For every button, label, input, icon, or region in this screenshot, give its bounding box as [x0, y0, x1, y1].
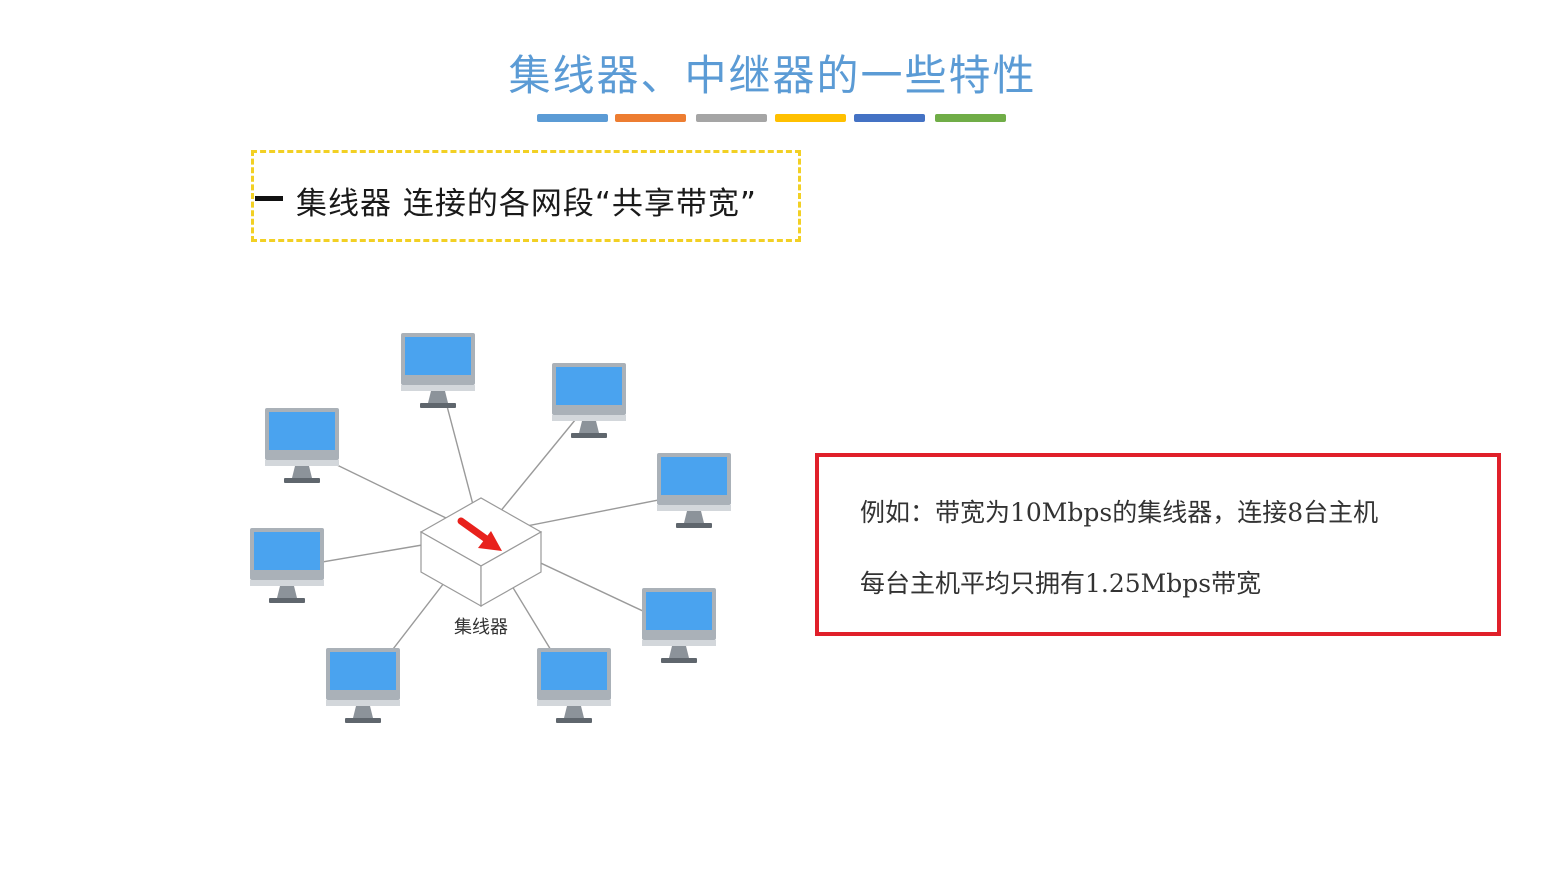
hub-box — [419, 497, 543, 608]
color-bar-blue — [537, 114, 608, 122]
color-bar-orange — [615, 114, 686, 122]
computer-icon — [642, 588, 716, 663]
color-bar-dark-blue — [854, 114, 925, 122]
example-box — [815, 453, 1501, 636]
arrow-icon — [457, 517, 502, 551]
bullet-text: 集线器 连接的各网段“共享带宽” — [296, 186, 757, 222]
color-bar-green — [935, 114, 1006, 122]
computer-icon — [326, 648, 400, 723]
computer-icon — [401, 333, 475, 408]
bullet-highlight-box — [251, 150, 801, 242]
bullet-dash-icon — [255, 196, 283, 201]
example-line-2: 每台主机平均只拥有1.25Mbps带宽 — [860, 569, 1262, 598]
computer-icon — [552, 363, 626, 438]
computer-icon — [250, 528, 324, 603]
slide-title: 集线器、中继器的一些特性 — [508, 51, 1037, 100]
example-line-1: 例如：带宽为10Mbps的集线器，连接8台主机 — [860, 498, 1379, 527]
computer-icon — [265, 408, 339, 483]
color-bar-gray — [696, 114, 767, 122]
color-bar-yellow — [775, 114, 846, 122]
hub-label: 集线器 — [454, 617, 508, 638]
computer-icon — [537, 648, 611, 723]
computer-icon — [657, 453, 731, 528]
